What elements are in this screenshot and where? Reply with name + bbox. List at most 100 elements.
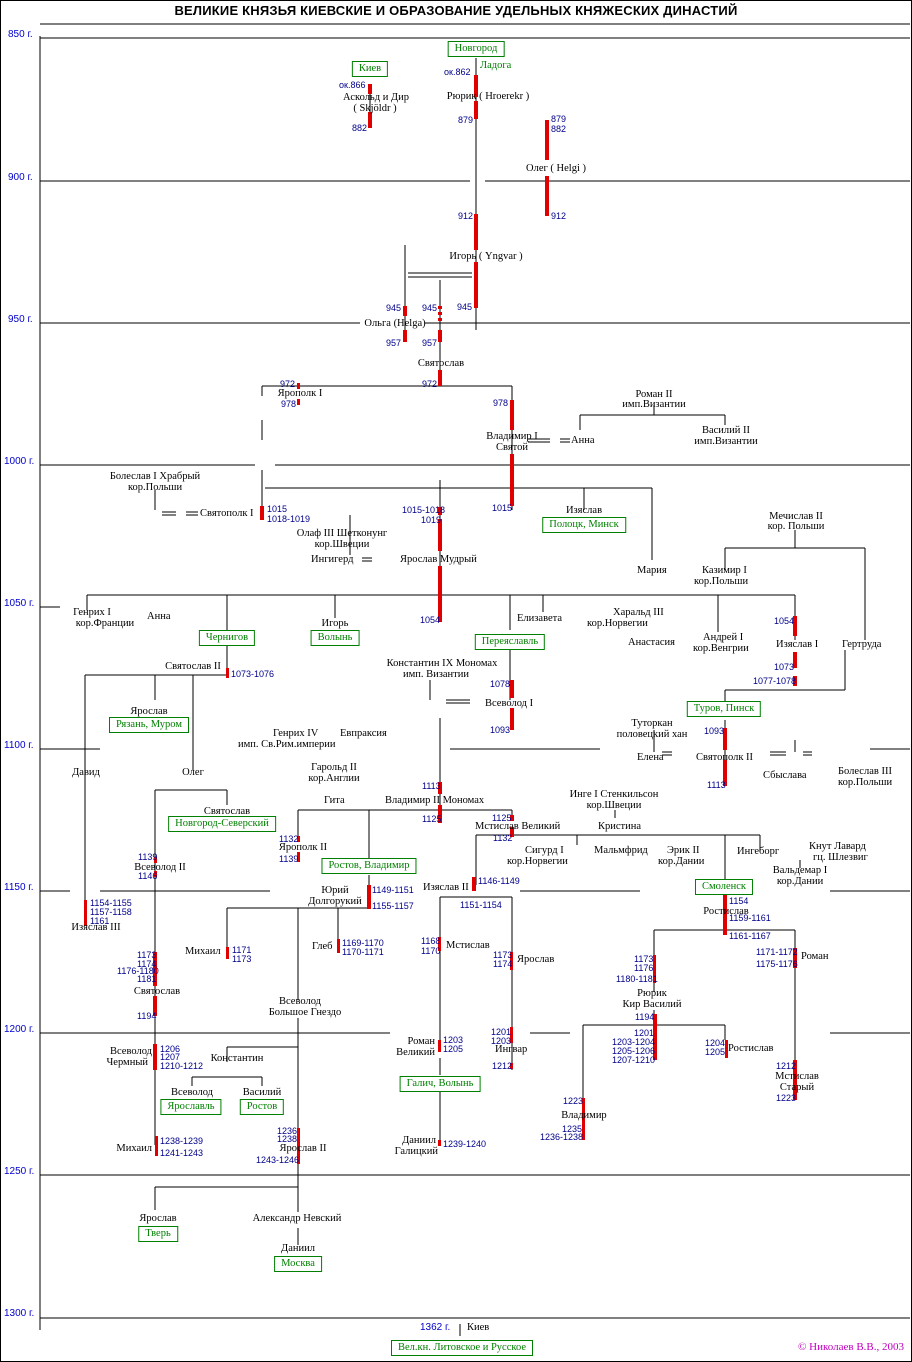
year-950: 950 г.	[8, 314, 33, 325]
person-olaf: Олаф III Шетконунг	[296, 528, 388, 539]
person-valdemar: Вальдемар I	[772, 865, 828, 876]
year-label: 972	[280, 379, 296, 389]
person-genrih1: Генрих I	[73, 607, 111, 618]
person-svyatoslav3: Святослав	[133, 986, 181, 997]
year-label: 1173	[137, 950, 157, 960]
year-label: 1146	[138, 871, 158, 881]
year-1100: 1100 г.	[4, 740, 34, 751]
year-label: 1054	[774, 616, 795, 626]
year-label: 1175-1176	[756, 959, 798, 969]
person-yaroslav-g: Ярослав	[517, 954, 555, 965]
footer-year: 1362 г.	[420, 1322, 451, 1333]
person-yuri: Юрий	[321, 885, 349, 896]
footer-city: Киев	[467, 1322, 490, 1333]
year-label: 1169-1170	[342, 938, 384, 948]
year-1150: 1150 г.	[4, 882, 34, 893]
year-label: 1176	[634, 963, 654, 973]
year-label: 1205	[705, 1047, 726, 1057]
person-svyatoslav: Святослав	[417, 358, 465, 369]
person-gertruda: Гертруда	[842, 639, 882, 650]
region-tver: Тверь	[138, 1226, 178, 1242]
person-maria: Мария	[637, 565, 667, 576]
person-vasily2: Василий II	[701, 425, 751, 436]
person-boleslav3-title: кор.Польши	[838, 777, 893, 788]
region-kiev: Киев	[351, 61, 389, 77]
person-ingigerd: Ингигерд	[311, 554, 354, 565]
region-litva: Вел.кн. Литовское и Русское	[391, 1340, 533, 1356]
person-andrey-title: кор.Венгрии	[693, 643, 749, 654]
person-boleslav1: Болеслав I Храбрый	[109, 471, 201, 482]
person-yaropolk: Ярополк I	[277, 388, 323, 399]
year-label: 912	[551, 211, 567, 221]
person-svyatoslav2: Святослав II	[165, 661, 221, 672]
person-vsevolod1: Всеволод I	[485, 698, 534, 709]
person-rostislav: Ростислав	[703, 906, 749, 917]
person-igor: Игорь ( Yngvar )	[449, 251, 523, 262]
year-label: 1015	[492, 503, 513, 513]
person-vsevolod4: Всеволод	[171, 1087, 213, 1098]
person-mihail: Михаил	[185, 946, 221, 957]
year-label: 912	[458, 211, 474, 221]
year-label: 1201	[634, 1028, 655, 1038]
year-label: 1203	[443, 1035, 464, 1045]
year-label: 1015	[267, 504, 288, 514]
year-label: 1093	[490, 725, 511, 735]
year-label: 1203	[491, 1036, 512, 1046]
person-genrih1-title: кор.Франции	[75, 618, 135, 629]
person-aleksandr-nevsky: Александр Невский	[252, 1213, 342, 1224]
year-label: 972	[422, 379, 438, 389]
person-gita: Гита	[324, 795, 345, 806]
person-svyatopolk: Святополк I	[200, 508, 254, 519]
person-izyaslav-polotsk: Изяслав	[565, 505, 603, 516]
person-kazimir: Казимир I	[702, 565, 747, 576]
year-label: 1194	[137, 1011, 157, 1021]
year-1200: 1200 г.	[4, 1024, 35, 1035]
year-label: 1173	[232, 954, 252, 964]
person-yaroslav-ryazan: Ярослав	[130, 706, 168, 717]
year-label: 957	[422, 338, 438, 348]
person-kristina: Кристина	[598, 821, 642, 832]
person-gleb: Глеб	[312, 941, 333, 952]
person-ingvar: Ингвар	[495, 1044, 528, 1055]
person-izyaslav3: Изяслав III	[71, 922, 121, 933]
person-sigurd: Сигурд I	[525, 845, 564, 856]
person-ingeborg: Ингеборг	[737, 846, 780, 857]
year-label: 1132	[493, 833, 513, 843]
person-vladimir1: Владимир I	[486, 431, 538, 442]
year-label: 879	[551, 114, 567, 124]
person-roman-veliky-epithet: Великий	[396, 1047, 435, 1058]
year-label: 1204	[705, 1038, 726, 1048]
year-label: 1149-1151	[372, 885, 414, 895]
page-title: ВЕЛИКИЕ КНЯЗЬЯ КИЕВСКИЕ И ОБРАЗОВАНИЕ УД…	[174, 3, 738, 18]
person-tugorkan: Туторкан	[631, 718, 673, 729]
person-yaroslav2: Ярослав II	[279, 1143, 327, 1154]
year-label: 978	[493, 398, 509, 408]
year-label: 1139	[279, 854, 299, 864]
person-vsevolod-chermny-epithet: Чермный	[106, 1057, 148, 1068]
year-850: 850 г.	[8, 29, 33, 40]
person-izyaslav2: Изяслав II	[423, 882, 469, 893]
region-rostov: Ростов	[239, 1099, 285, 1115]
person-mstislav-stary-epithet: Старый	[779, 1082, 815, 1093]
year-label: 882	[352, 123, 368, 133]
year-label: 1113	[422, 781, 441, 791]
person-izyaslav1: Изяслав I	[776, 639, 819, 650]
person-harold: Гарольд II	[311, 762, 357, 773]
person-rostislav2: Ростислав	[728, 1043, 774, 1054]
year-label: ок.866	[339, 80, 366, 90]
year-label: 945	[457, 302, 473, 312]
year-label: 1125	[422, 814, 442, 824]
person-konstantin9: Константин IX Мономах	[386, 658, 498, 669]
person-mihail2: Михаил	[116, 1143, 152, 1154]
person-svyatopolk2: Святополк II	[696, 752, 754, 763]
year-label: 1206	[160, 1044, 181, 1054]
year-label: 945	[386, 303, 402, 313]
year-label: 1157-1158	[90, 907, 132, 917]
person-mstislav-veliky: Мстислав Великий	[475, 821, 561, 832]
year-label: 945	[422, 303, 438, 313]
person-malmfrid: Мальмфрид	[594, 845, 648, 856]
year-label: 1236	[277, 1126, 298, 1136]
copyright-text: © Николаев В.В., 2003	[798, 1341, 904, 1353]
year-label: 1210-1212	[160, 1061, 204, 1071]
year-label: 1212	[492, 1061, 513, 1071]
